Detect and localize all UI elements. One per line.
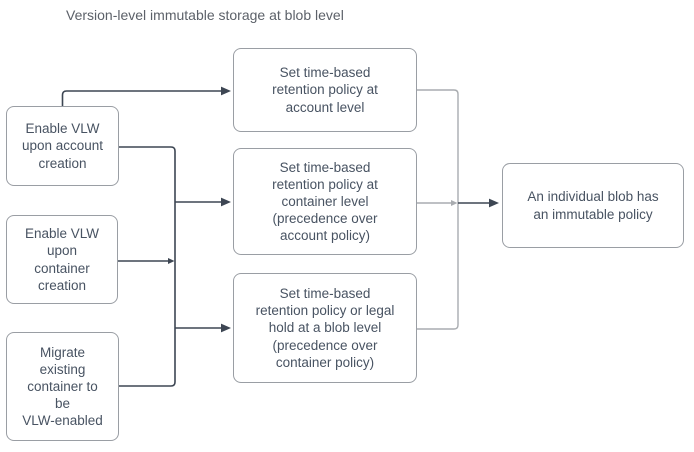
arrowhead-container-policy	[221, 197, 231, 207]
node-migrate-existing-container: Migrate existing container to be VLW-ena…	[6, 332, 119, 441]
connector-right-bracket	[417, 89, 459, 330]
node-label: Migrate existing container to be VLW-ena…	[22, 344, 103, 429]
node-label: Set time-based retention policy at conta…	[272, 159, 378, 244]
node-label: Enable VLW upon container creation	[24, 226, 100, 293]
connector-account-creation-to-account-policy	[61, 90, 221, 106]
node-retention-policy-account-level: Set time-based retention policy at accou…	[233, 48, 417, 132]
arrowhead-result	[489, 198, 499, 208]
node-enable-vlw-upon-container-creation: Enable VLW upon container creation	[6, 215, 118, 304]
arrowhead-account-policy	[221, 86, 231, 96]
node-label: Set time-based retention policy at accou…	[272, 65, 378, 115]
node-label: Set time-based retention policy or legal…	[255, 286, 395, 370]
node-label: Enable VLW upon account creation	[21, 121, 104, 171]
node-retention-policy-blob-level: Set time-based retention policy or legal…	[233, 273, 417, 383]
node-individual-blob-immutable-policy: An individual blob has an immutable poli…	[502, 163, 684, 248]
diagram-title: Version-level immutable storage at blob …	[66, 7, 344, 23]
arrowhead-blob-policy	[221, 323, 231, 333]
node-enable-vlw-upon-account-creation: Enable VLW upon account creation	[6, 106, 119, 186]
node-label: An individual blob has an immutable poli…	[527, 189, 659, 222]
arrowhead-left-junction	[168, 258, 175, 264]
node-retention-policy-container-level: Set time-based retention policy at conta…	[233, 148, 417, 255]
connector-left-bracket	[119, 146, 176, 387]
arrowhead-right-junction	[451, 200, 458, 206]
